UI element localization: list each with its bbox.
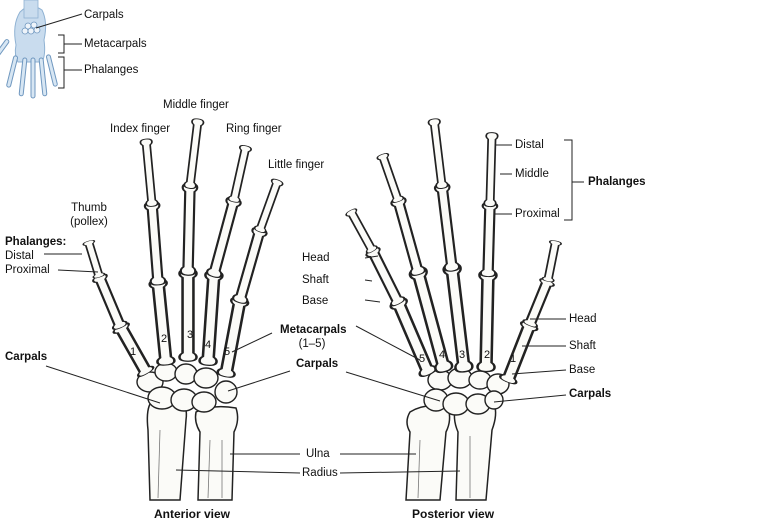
posterior-middle-middle-phalanx (427, 117, 449, 190)
anterior-metacarpal-number-5: 5 (224, 346, 230, 358)
posterior-middle-label: Middle (515, 168, 549, 180)
anterior-carpals-left-label: Carpals (5, 351, 48, 363)
anterior-metacarpal-number-1: 1 (130, 346, 136, 358)
little-finger-label: Little finger (268, 159, 325, 171)
anterior-little-metacarpal (215, 295, 250, 380)
anterior-middle-middle-phalanx (183, 117, 205, 190)
posterior-metacarpal-number-3: 3 (459, 349, 465, 361)
metacarpal-numbers: 1 2 3 4 5 5 4 3 2 1 (130, 329, 516, 365)
anterior-distal-label: Distal (5, 250, 34, 262)
anterior-carpals-right-label: Carpals (296, 358, 339, 370)
ring-finger-label: Ring finger (226, 123, 282, 135)
anterior-metacarpal-number-2: 2 (161, 333, 167, 345)
anterior-index-metacarpal (148, 277, 177, 368)
inset-leader-lines (35, 13, 83, 89)
posterior-middle-proximal-phalanx (433, 181, 461, 274)
anterior-forearm (146, 397, 239, 501)
anterior-carpals (136, 362, 238, 413)
posterior-ring-middle-phalanx (375, 151, 405, 205)
posterior-metacarpal-number-2: 2 (484, 349, 490, 361)
posterior-metacarpal-number-1: 1 (510, 353, 516, 365)
posterior-forearm (405, 399, 497, 501)
thumb-label: Thumb (71, 202, 107, 214)
posterior-thumb-distal-phalanx (541, 238, 563, 284)
anterior-ring-metacarpal (198, 269, 224, 368)
posterior-thumb-proximal-phalanx (521, 276, 556, 330)
anterior-thumb-distal-phalanx (82, 238, 106, 280)
middle-finger-label: Middle finger (163, 99, 229, 111)
ulna-label: Ulna (306, 448, 330, 460)
anterior-little-middle-phalanx (253, 177, 285, 235)
posterior-phalanges-label: Phalanges (588, 176, 646, 188)
inset-metacarpals-label: Metacarpals (84, 38, 147, 50)
anterior-phalanges-heading: Phalanges: (5, 236, 67, 248)
anterior-thumb-proximal-phalanx (91, 272, 129, 332)
index-finger-label: Index finger (110, 123, 171, 135)
anterior-little-proximal-phalanx (231, 225, 269, 306)
radius-label: Radius (302, 467, 338, 479)
posterior-metacarpal-number-5: 5 (419, 353, 425, 365)
leader-lines (44, 139, 584, 474)
inset-hand-illustration (0, 0, 58, 99)
anterior-metacarpals-label: Metacarpals (280, 324, 347, 336)
posterior-ring-proximal-phalanx (389, 195, 427, 278)
anterior-middle-proximal-phalanx (179, 182, 199, 277)
anterior-index-proximal-phalanx (143, 200, 167, 287)
anterior-metacarpal-number-3: 3 (187, 329, 193, 341)
inset-carpals-label: Carpals (84, 9, 124, 21)
anterior-metacarpal-number-4: 4 (205, 339, 211, 351)
posterior-view-title: Posterior view (412, 507, 495, 521)
anterior-ring-proximal-phalanx (205, 195, 243, 280)
posterior-shaft-left-label: Shaft (302, 274, 329, 286)
posterior-thumb-metacarpal (498, 319, 540, 387)
anterior-middle-metacarpal (178, 268, 198, 363)
posterior-proximal-label: Proximal (515, 208, 560, 220)
anterior-metacarpal-range: (1–5) (298, 338, 326, 350)
posterior-base-right-label: Base (569, 364, 596, 376)
anterior-proximal-label: Proximal (5, 264, 50, 276)
posterior-carpals (423, 367, 510, 416)
posterior-index-middle-phalanx (483, 131, 499, 208)
inset-phalanges-label: Phalanges (84, 64, 139, 76)
anterior-index-middle-phalanx (139, 137, 159, 208)
posterior-head-left-label: Head (302, 252, 330, 264)
posterior-distal-label: Distal (515, 139, 544, 151)
posterior-shaft-right-label: Shaft (569, 340, 596, 352)
posterior-base-left-label: Base (302, 295, 329, 307)
posterior-little-middle-phalanx (344, 206, 379, 255)
anterior-view-title: Anterior view (154, 507, 231, 521)
posterior-head-right-label: Head (569, 313, 597, 325)
anterior-ring-middle-phalanx (227, 143, 253, 205)
pollex-label: (pollex) (70, 216, 108, 228)
posterior-metacarpal-number-4: 4 (439, 349, 445, 361)
posterior-carpals-label: Carpals (569, 388, 612, 400)
posterior-little-proximal-phalanx (364, 245, 407, 309)
